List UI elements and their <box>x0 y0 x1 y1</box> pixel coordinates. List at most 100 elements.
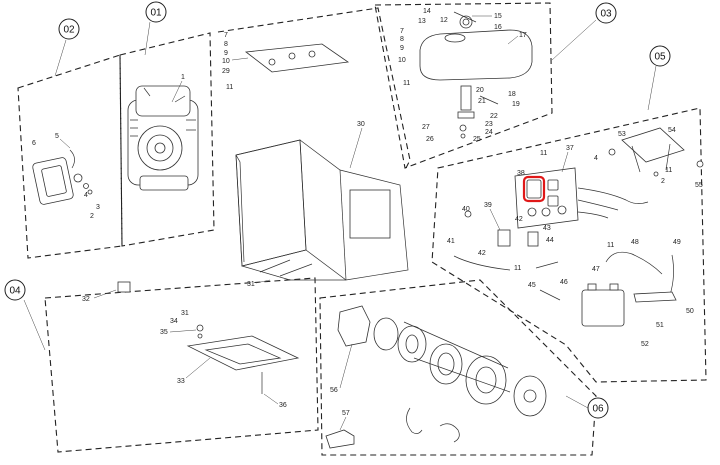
svg-text:37: 37 <box>566 145 574 152</box>
svg-text:11: 11 <box>514 265 521 272</box>
svg-text:47: 47 <box>592 266 600 273</box>
svg-text:29: 29 <box>222 68 230 75</box>
alternator-assembly <box>325 305 547 449</box>
svg-text:8: 8 <box>400 36 404 43</box>
svg-text:43: 43 <box>543 225 551 232</box>
top-panel <box>244 43 350 73</box>
svg-text:31: 31 <box>181 310 189 317</box>
svg-text:57: 57 <box>342 410 350 417</box>
svg-text:04: 04 <box>9 286 21 297</box>
callouts-group-03: 14 12 13 15 16 7 8 9 10 17 11 20 21 18 1… <box>398 8 527 143</box>
svg-text:34: 34 <box>170 318 178 325</box>
group-01-boundary <box>119 32 215 247</box>
svg-text:02: 02 <box>63 25 75 36</box>
frame-boundary <box>217 7 411 171</box>
svg-text:11: 11 <box>540 150 547 157</box>
svg-text:13: 13 <box>418 18 426 25</box>
svg-text:20: 20 <box>476 87 484 94</box>
svg-text:30: 30 <box>357 121 365 128</box>
svg-text:41: 41 <box>447 238 455 245</box>
svg-text:9: 9 <box>400 45 404 52</box>
group-label-01: 01 <box>144 1 167 56</box>
svg-text:54: 54 <box>668 127 676 134</box>
battery <box>581 283 625 327</box>
svg-text:11: 11 <box>403 80 410 87</box>
svg-text:01: 01 <box>150 8 162 19</box>
svg-text:27: 27 <box>422 124 430 131</box>
svg-text:4: 4 <box>84 192 88 199</box>
base-plate-assembly <box>117 281 300 394</box>
callouts-group-04: 32 31 34 35 33 36 <box>82 289 287 409</box>
svg-text:38: 38 <box>517 170 525 177</box>
callouts-group-06: 56 57 <box>330 343 353 431</box>
svg-text:50: 50 <box>686 308 694 315</box>
svg-text:2: 2 <box>90 213 94 220</box>
group-label-02: 02 <box>54 18 80 77</box>
svg-text:1: 1 <box>181 74 185 81</box>
muffler-assembly <box>32 149 93 205</box>
frame-roll-cage <box>235 139 409 281</box>
svg-text:03: 03 <box>600 9 612 20</box>
svg-text:10: 10 <box>398 57 406 64</box>
svg-text:12: 12 <box>440 17 448 24</box>
group-label-03: 03 <box>551 2 617 61</box>
svg-text:7: 7 <box>400 28 404 35</box>
svg-text:16: 16 <box>494 24 502 31</box>
svg-text:06: 06 <box>592 404 604 415</box>
highlight-marker <box>522 175 546 203</box>
svg-text:9: 9 <box>224 50 228 57</box>
svg-text:33: 33 <box>177 378 185 385</box>
group-06-boundary <box>319 279 597 456</box>
svg-text:17: 17 <box>519 32 527 39</box>
callouts-frame: 7 8 9 10 29 11 30 31 <box>222 32 365 288</box>
svg-text:10: 10 <box>222 58 230 65</box>
svg-text:45: 45 <box>528 282 536 289</box>
svg-text:11: 11 <box>665 167 672 174</box>
svg-text:11: 11 <box>607 242 614 249</box>
svg-text:15: 15 <box>494 13 502 20</box>
group-label-06: 06 <box>565 395 609 419</box>
svg-text:14: 14 <box>423 8 431 15</box>
svg-text:6: 6 <box>32 140 36 147</box>
svg-text:46: 46 <box>560 279 568 286</box>
svg-text:24: 24 <box>485 129 493 136</box>
svg-text:35: 35 <box>160 329 168 336</box>
group-label-05: 05 <box>647 45 671 111</box>
svg-text:40: 40 <box>462 206 470 213</box>
svg-text:5: 5 <box>55 133 59 140</box>
svg-text:39: 39 <box>484 202 492 209</box>
svg-text:22: 22 <box>490 113 498 120</box>
svg-text:8: 8 <box>224 41 228 48</box>
bracket-assembly <box>608 127 704 177</box>
group-05-boundary <box>431 107 707 383</box>
svg-text:49: 49 <box>673 239 681 246</box>
svg-text:11: 11 <box>226 84 233 91</box>
svg-text:32: 32 <box>82 296 90 303</box>
svg-text:52: 52 <box>641 341 649 348</box>
svg-text:05: 05 <box>654 52 666 63</box>
svg-text:53: 53 <box>618 131 626 138</box>
group-02-boundary <box>17 54 123 259</box>
svg-text:42: 42 <box>515 216 523 223</box>
svg-text:18: 18 <box>508 91 516 98</box>
svg-text:55: 55 <box>695 182 703 189</box>
svg-text:56: 56 <box>330 387 338 394</box>
svg-text:19: 19 <box>512 101 520 108</box>
svg-text:36: 36 <box>279 402 287 409</box>
control-panel-assembly <box>514 167 649 229</box>
svg-text:7: 7 <box>224 32 228 39</box>
callouts-group-05: 53 54 4 11 2 55 38 37 11 40 39 42 43 44 … <box>447 127 703 348</box>
engine-assembly <box>127 85 199 191</box>
svg-text:31: 31 <box>247 281 255 288</box>
svg-text:44: 44 <box>546 237 554 244</box>
svg-text:51: 51 <box>656 322 664 329</box>
svg-text:4: 4 <box>594 155 598 162</box>
group-label-04: 04 <box>4 279 46 351</box>
svg-text:25: 25 <box>473 136 481 143</box>
svg-text:23: 23 <box>485 121 493 128</box>
svg-text:26: 26 <box>426 136 434 143</box>
svg-text:48: 48 <box>631 239 639 246</box>
svg-text:3: 3 <box>96 204 100 211</box>
